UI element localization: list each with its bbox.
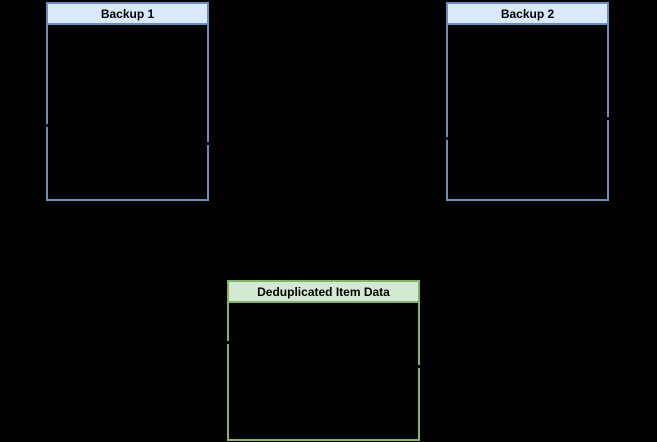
backup-2-header: Backup 2 xyxy=(448,4,607,25)
deduplicated-item-data-box: Deduplicated Item Data xyxy=(227,280,420,441)
backup-1-box: Backup 1 xyxy=(46,2,209,201)
backup-2-box: Backup 2 xyxy=(446,2,609,201)
backup-1-title: Backup 1 xyxy=(100,6,155,21)
backup-2-body xyxy=(448,25,607,199)
backup-1-body xyxy=(48,25,207,199)
deduplicated-item-data-header: Deduplicated Item Data xyxy=(229,282,418,303)
connector-stub-backup-2-right xyxy=(604,117,612,120)
deduplicated-item-data-body xyxy=(229,303,418,439)
connector-stub-backup-1-left xyxy=(43,124,51,127)
connector-stub-backup-2-left xyxy=(444,137,452,140)
backup-2-title: Backup 2 xyxy=(500,6,555,21)
backup-1-header: Backup 1 xyxy=(48,4,207,25)
connector-stub-deduplicated-item-data-right xyxy=(415,365,423,368)
deduplicated-item-data-title: Deduplicated Item Data xyxy=(257,284,390,299)
connector-stub-backup-1-right xyxy=(204,142,212,145)
connector-stub-deduplicated-item-data-left xyxy=(224,341,232,344)
